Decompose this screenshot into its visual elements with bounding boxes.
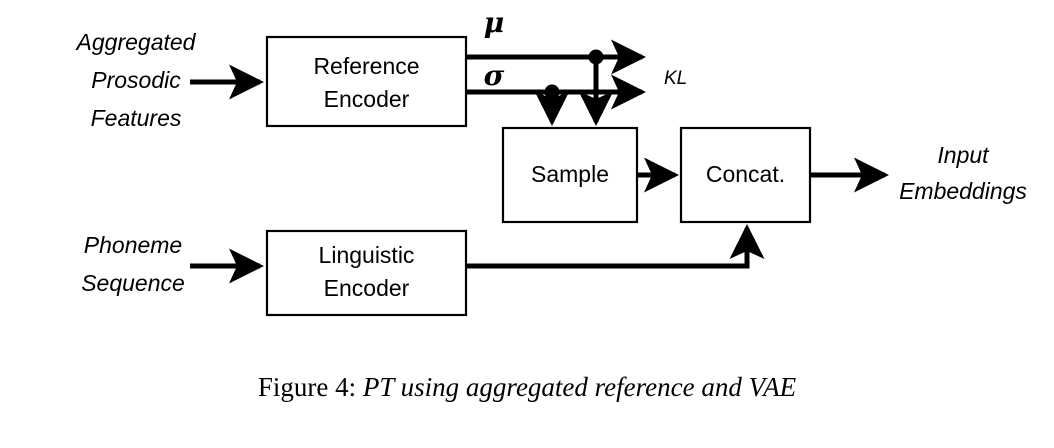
concat-rect — [679, 126, 812, 224]
figure-caption: Figure 4: PT using aggregated reference … — [0, 372, 1054, 403]
output-input-embeddings: Input Embeddings — [899, 142, 1027, 204]
reference-encoder-rect — [265, 35, 468, 128]
reference-encoder-label-line1: Reference — [313, 53, 419, 79]
sample-label: Sample — [531, 161, 609, 187]
input-label-line3: Features — [91, 105, 182, 131]
reference-encoder-label-line2: Encoder — [324, 86, 410, 112]
input-phoneme-sequence: Phoneme Sequence — [81, 232, 185, 296]
box-concat: Concat. — [679, 126, 812, 224]
phoneme-label-line1: Phoneme — [84, 232, 182, 258]
box-linguistic-encoder: Linguistic Encoder — [265, 229, 468, 317]
sigma-label: σ — [484, 59, 505, 92]
output-label-line2: Embeddings — [899, 178, 1027, 204]
input-label-line1: Aggregated — [75, 29, 197, 55]
linguistic-encoder-label-line1: Linguistic — [319, 242, 415, 268]
kl-label: KL — [664, 68, 687, 89]
input-aggregated-prosodic-features: Aggregated Prosodic Features — [75, 29, 197, 131]
linguistic-encoder-label-line2: Encoder — [324, 275, 410, 301]
box-reference-encoder: Reference Encoder — [265, 35, 468, 128]
caption-prefix: Figure 4: — [257, 372, 357, 402]
output-label-line1: Input — [937, 142, 990, 168]
sample-rect — [501, 126, 639, 224]
junction-dot-mu — [588, 49, 604, 65]
caption-text: PT using aggregated reference and VAE — [362, 372, 797, 402]
mu-label: μ — [484, 6, 505, 39]
phoneme-label-line2: Sequence — [81, 270, 185, 296]
linguistic-encoder-rect — [265, 229, 468, 317]
concat-label: Concat. — [706, 161, 785, 187]
input-label-line2: Prosodic — [91, 67, 181, 93]
wire-linguistic-encoder-to-concat — [466, 223, 765, 269]
box-sample: Sample — [501, 126, 639, 224]
junction-dot-sigma — [544, 84, 560, 100]
